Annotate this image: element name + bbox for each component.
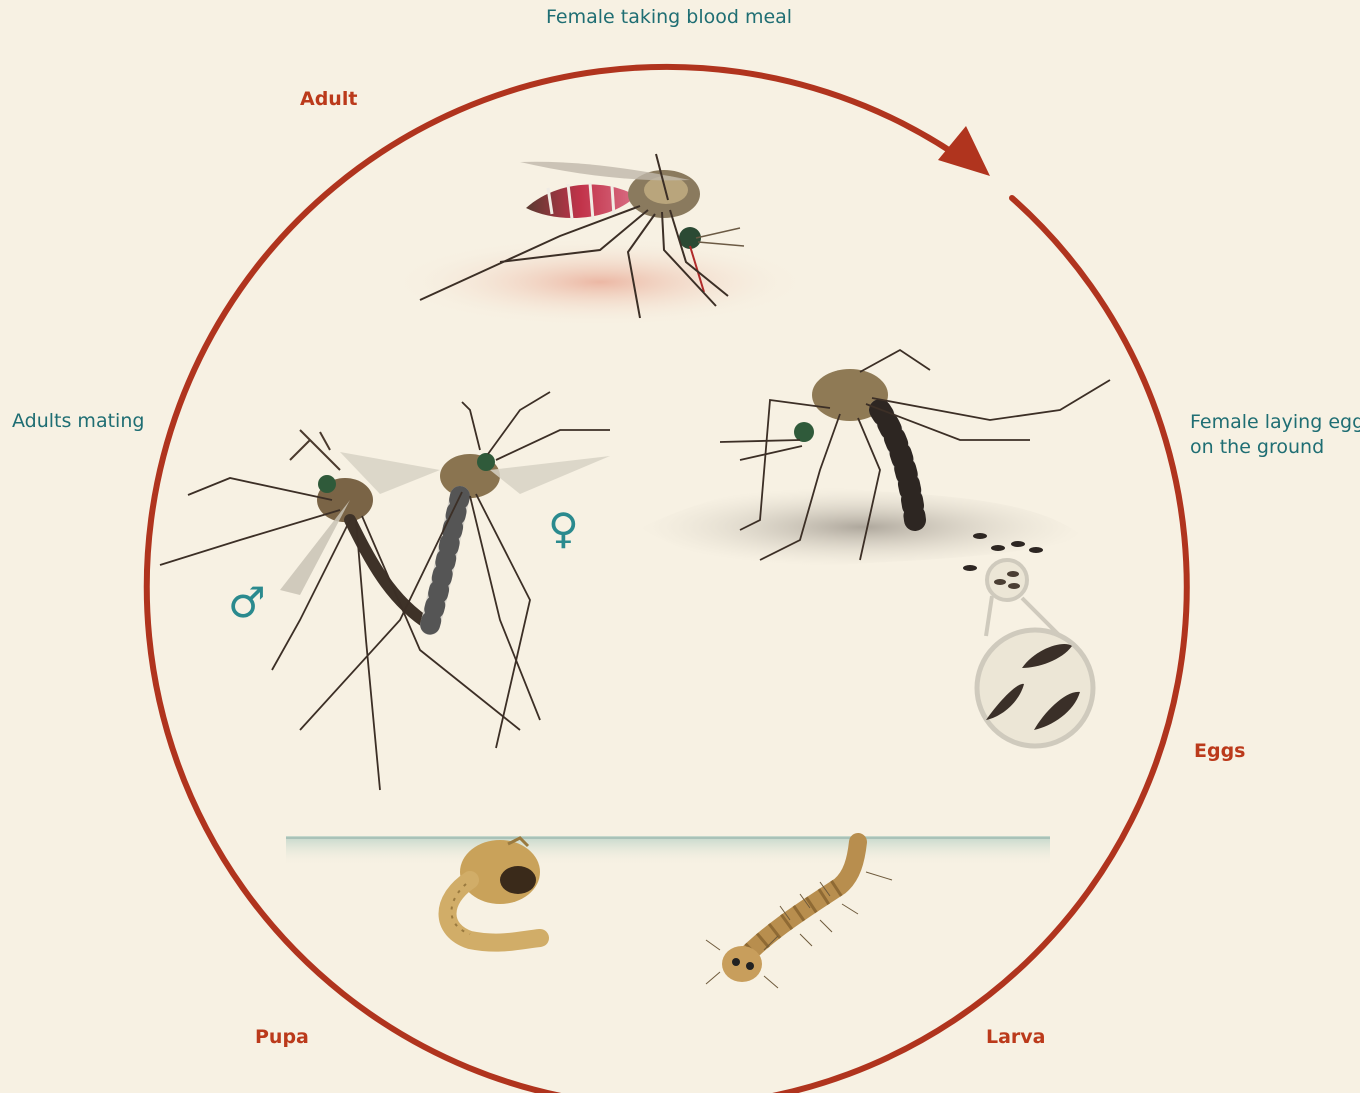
stage-label-larva: Larva (986, 1026, 1046, 1049)
egg-laying-caption-line1: Female laying eggs (1190, 411, 1360, 434)
female-symbol-icon: ♀ (548, 508, 579, 550)
stage-label-adult: Adult (300, 88, 357, 111)
water-surface (286, 836, 1050, 866)
blood-meal-caption: Female taking blood meal (546, 6, 792, 29)
mating-caption: Adults mating (12, 410, 144, 433)
cycle-arrowhead (938, 126, 990, 176)
male-symbol-icon: ♂ (228, 582, 266, 624)
blood-meal-mosquito-illustration (390, 154, 810, 327)
egg-laying-mosquito-illustration (640, 350, 1110, 571)
stage-label-pupa: Pupa (255, 1026, 309, 1049)
egg-magnifier-illustration (977, 560, 1093, 746)
egg-laying-caption-line2: on the ground (1190, 436, 1324, 459)
stage-label-eggs: Eggs (1194, 740, 1246, 763)
